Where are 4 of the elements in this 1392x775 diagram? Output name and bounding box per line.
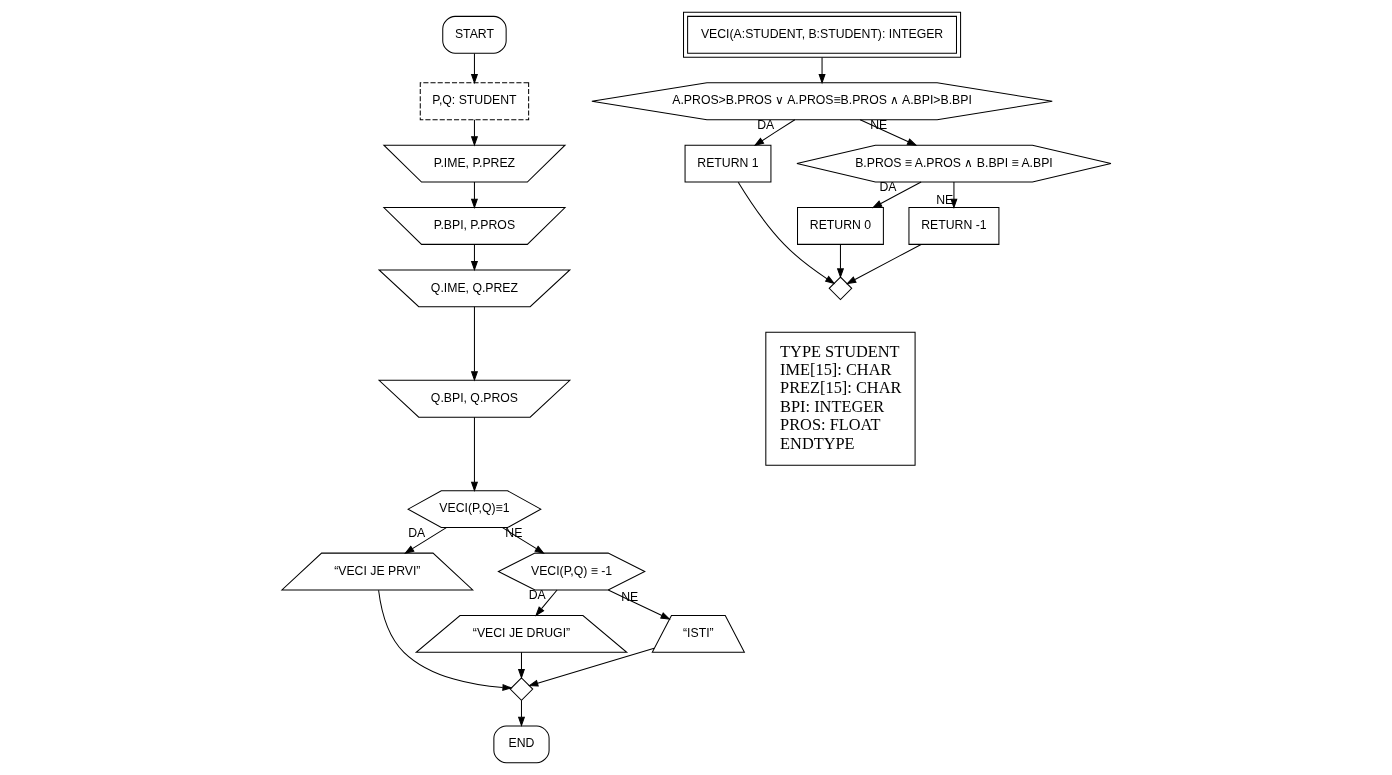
edge-label: DA [528,588,546,603]
edge-label: NE [620,590,638,605]
edge-label: DA [878,180,896,195]
edge-label: NE [935,193,953,208]
